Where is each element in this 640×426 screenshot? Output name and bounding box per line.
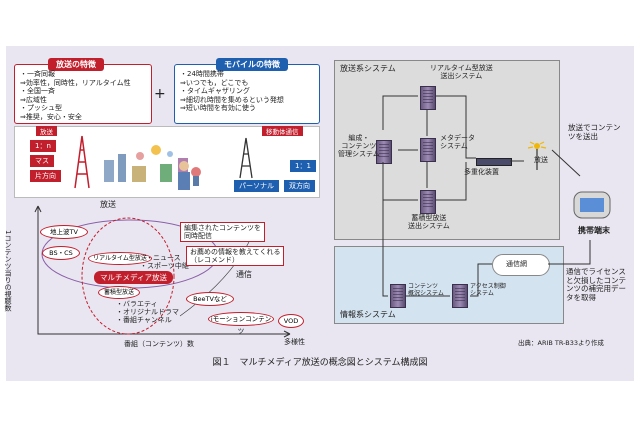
mass-badge: マス — [30, 155, 54, 167]
realtime-server-icon — [420, 86, 436, 110]
broadcast-label-tag: 放送 — [36, 126, 57, 136]
feature-line: ⇒広域性 — [20, 95, 47, 104]
org-server-icon — [376, 140, 392, 164]
figure-caption: 図１ マルチメディア放送の概念図とシステム構成図 — [212, 358, 428, 368]
mux-label: 多重化装置 — [464, 168, 499, 176]
access-control-server-icon — [452, 284, 468, 308]
terrestrial-tv-oval: 地上波TV — [40, 225, 88, 239]
broadcast-features-box — [14, 64, 152, 124]
multimedia-broadcast-badge: マルチメディア放送 — [94, 271, 173, 284]
feature-line: ・全国一斉 — [20, 87, 55, 95]
feature-line: ・タイムギャザリング — [180, 87, 250, 95]
sports-label: ・スポーツ中継 — [140, 262, 189, 270]
mobile-terminal-label: 携帯端末 — [578, 226, 610, 235]
storage-server-icon — [420, 190, 436, 214]
special-label: ・番組チャンネル — [116, 316, 172, 324]
vod-oval: VOD — [278, 314, 304, 328]
callout-simulcast: 編集されたコンテンツを 同時配信 — [180, 222, 265, 243]
meta-server-icon — [420, 138, 436, 162]
mobile-features-title: モバイルの特徴 — [216, 58, 288, 71]
network-label: 通信網 — [506, 260, 527, 268]
antenna-label: 放送 — [534, 156, 548, 164]
bs-cs-oval: BS・CS — [42, 246, 80, 260]
feature-line: ・24時間携帯 — [180, 70, 224, 78]
broadcast-features-title: 放送の特徴 — [48, 58, 104, 71]
y-axis-label: 1コンテンツ当りの視聴数 — [4, 230, 13, 312]
feature-line: ⇒効率性，同時性，リアルタイム性 — [20, 78, 131, 87]
license-acquire-label: 通信でライセンス と欠損したコンテ ンツの補完用デー タを取得 — [566, 267, 626, 302]
callout-recommend: お薦めの情報を教えてくれる （レコメンド） — [186, 246, 285, 267]
meta-system-label: メタデータ システム — [440, 134, 475, 151]
news-label: ・ニュース — [146, 254, 181, 262]
plus-sign: + — [154, 86, 166, 102]
feature-line: ⇒細切れ時間を集めるという発想 — [180, 95, 284, 104]
beetv-oval: BeeTVなど — [186, 292, 234, 306]
mobile-terminal-icon — [573, 191, 611, 219]
personal-badge: パーソナル — [234, 180, 279, 192]
mobile-features-box — [174, 64, 320, 124]
storage-system-label: 蓄積型放送 送出システム — [408, 214, 450, 231]
source-credit: 出典：ARIB TR-B33より作成 — [518, 339, 604, 347]
feature-line: ⇒推奨，安心・安全 — [20, 112, 82, 121]
info-system-label: 情報系システム — [340, 310, 396, 319]
imotion-oval: iモーションコンテンツ — [208, 312, 274, 335]
feature-line: ⇒短い時間を有効に使う — [180, 104, 256, 112]
mobile-label-tag: 移動体通信 — [262, 126, 303, 136]
content-db-server-icon — [390, 284, 406, 308]
one-way-badge: 片方向 — [30, 170, 61, 182]
mux-device-icon — [476, 158, 512, 166]
telecom-region-label: 通信 — [236, 270, 252, 279]
feature-line: ⇒いつでも，どこでも — [180, 78, 249, 87]
broadcast-region-label: 放送 — [100, 200, 116, 209]
variety-label: ・バラエティ — [116, 300, 158, 308]
access-control-label: アクセス制御 システム — [470, 283, 506, 297]
storage-oval: 蓄積型放送 — [98, 286, 140, 299]
antenna-icon — [527, 141, 547, 170]
feature-line: ・一斉同報 — [20, 70, 55, 78]
x-axis-label: 番組（コンテンツ）数 — [124, 340, 194, 348]
network-cloud — [492, 254, 550, 276]
feature-line: ・プッシュ型 — [20, 104, 62, 112]
broadcast-tower-icon — [74, 135, 90, 189]
cell-tower-icon — [239, 137, 253, 179]
one-to-n-badge: 1：n — [30, 140, 56, 152]
mobile-user-icon — [178, 161, 190, 190]
send-by-broadcast-label: 放送でコンテン ツを送出 — [568, 123, 621, 141]
one-to-one-badge: 1：1 — [290, 160, 316, 172]
broadcast-system-label: 放送系システム — [340, 64, 396, 73]
drama-label: ・オリジナルドラマ — [116, 308, 179, 316]
x-axis-more-label: 多様性 — [284, 338, 305, 346]
content-db-label: コンテンツ 概況システム — [408, 283, 444, 297]
realtime-system-label: リアルタイム型放送 送出システム — [430, 64, 493, 81]
realtime-oval: リアルタイム型放送 — [88, 252, 152, 265]
broadcast-system-area — [334, 60, 560, 240]
two-way-badge: 双方向 — [284, 180, 315, 192]
org-system-label: 編成・ コンテンツ 管理システム — [338, 134, 380, 159]
